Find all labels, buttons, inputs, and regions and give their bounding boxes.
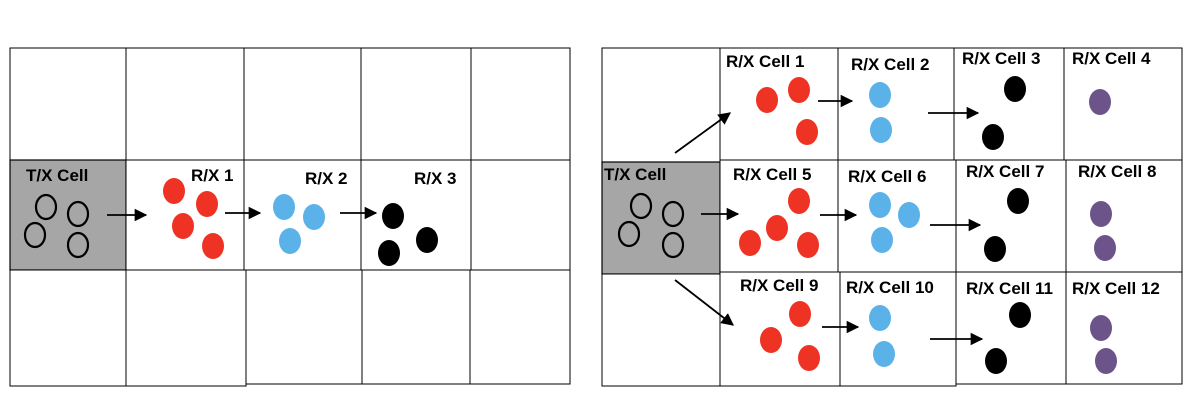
right-rx-label-2: R/X Cell 2 xyxy=(851,55,929,74)
left-cell-r1c5 xyxy=(470,47,571,161)
left-rx2-label: R/X 2 xyxy=(305,169,348,188)
left-tx-label: T/X Cell xyxy=(26,166,88,185)
right-rx-label-7: R/X Cell 7 xyxy=(966,162,1044,181)
right-arrow-tx-to-cell9 xyxy=(674,279,734,326)
right-rx4-dots xyxy=(1089,89,1111,115)
left-cell-r3c3 xyxy=(245,269,363,385)
right-tx-rings xyxy=(617,192,685,259)
right-rx8-dots xyxy=(1090,201,1116,261)
left-cell-r1c2 xyxy=(125,47,245,161)
right-rx-label-10: R/X Cell 10 xyxy=(846,278,934,297)
right-rx5-dots xyxy=(739,188,819,258)
right-rx-label-3: R/X Cell 3 xyxy=(962,49,1040,68)
right-rx3-dots xyxy=(982,76,1026,150)
left-cell-r3c5 xyxy=(469,269,571,385)
right-rx-label-5: R/X Cell 5 xyxy=(733,165,811,184)
right-rx-label-1: R/X Cell 1 xyxy=(726,52,804,71)
right-rx-cell-12 xyxy=(1065,271,1183,385)
left-rx2-dots xyxy=(273,194,325,254)
right-rx6-dots xyxy=(869,192,920,253)
right-rx-cell-9 xyxy=(719,271,841,387)
right-rx-label-4: R/X Cell 4 xyxy=(1072,49,1151,68)
right-rx-cell-1 xyxy=(719,47,839,161)
right-cell-top-left xyxy=(601,47,721,163)
right-rx9-dots xyxy=(760,301,820,371)
right-rx2-dots xyxy=(869,82,892,143)
left-rx3-dots xyxy=(378,203,438,266)
right-rx-label-11: R/X Cell 11 xyxy=(966,279,1053,298)
right-arrow-tx-to-cell1 xyxy=(674,112,732,154)
left-rx1-label: R/X 1 xyxy=(191,166,234,185)
right-rx11-dots xyxy=(985,302,1031,374)
left-cell-r3c4 xyxy=(361,269,471,385)
right-rx-cell-10 xyxy=(839,271,957,387)
right-rx-label-12: R/X Cell 12 xyxy=(1072,279,1160,298)
right-rx-cell-4 xyxy=(1063,47,1183,161)
right-rx-cell-6 xyxy=(837,159,957,273)
right-rx-cell-8 xyxy=(1065,159,1183,273)
right-rx-cell-3 xyxy=(953,47,1065,161)
left-tx-rings xyxy=(23,193,90,259)
right-rx12-dots xyxy=(1090,315,1117,374)
right-rx-label-9: R/X Cell 9 xyxy=(740,276,818,295)
left-diagram: T/X Cell R/X 1 R/X 2 R/X 3 xyxy=(9,47,571,387)
left-cell-r3c2 xyxy=(125,269,247,387)
left-cell-r1c1 xyxy=(9,47,127,161)
right-tx-cell xyxy=(601,161,721,275)
left-cell-r3c1 xyxy=(9,269,127,387)
right-rx-label-6: R/X Cell 6 xyxy=(848,167,926,186)
right-rx-cell-2 xyxy=(837,47,955,161)
right-rx10-dots xyxy=(869,305,895,367)
left-cell-r1c3 xyxy=(243,47,362,161)
right-tx-label: T/X Cell xyxy=(604,165,666,184)
left-cell-r1c4 xyxy=(360,47,472,161)
left-rx2-cell xyxy=(243,159,362,271)
left-cell-r2c5 xyxy=(470,159,571,271)
right-rx1-dots xyxy=(756,77,818,145)
left-rx3-label: R/X 3 xyxy=(414,169,457,188)
right-rx-cell-11 xyxy=(955,271,1067,385)
right-cell-bottom-left xyxy=(601,273,721,387)
right-rx7-dots xyxy=(984,188,1029,262)
right-diagram: T/X Cell R/X Cell 1 R/X Cell 2 R/X Cell … xyxy=(601,47,1183,387)
left-rx1-dots xyxy=(163,178,224,259)
right-rx-label-8: R/X Cell 8 xyxy=(1078,162,1156,181)
